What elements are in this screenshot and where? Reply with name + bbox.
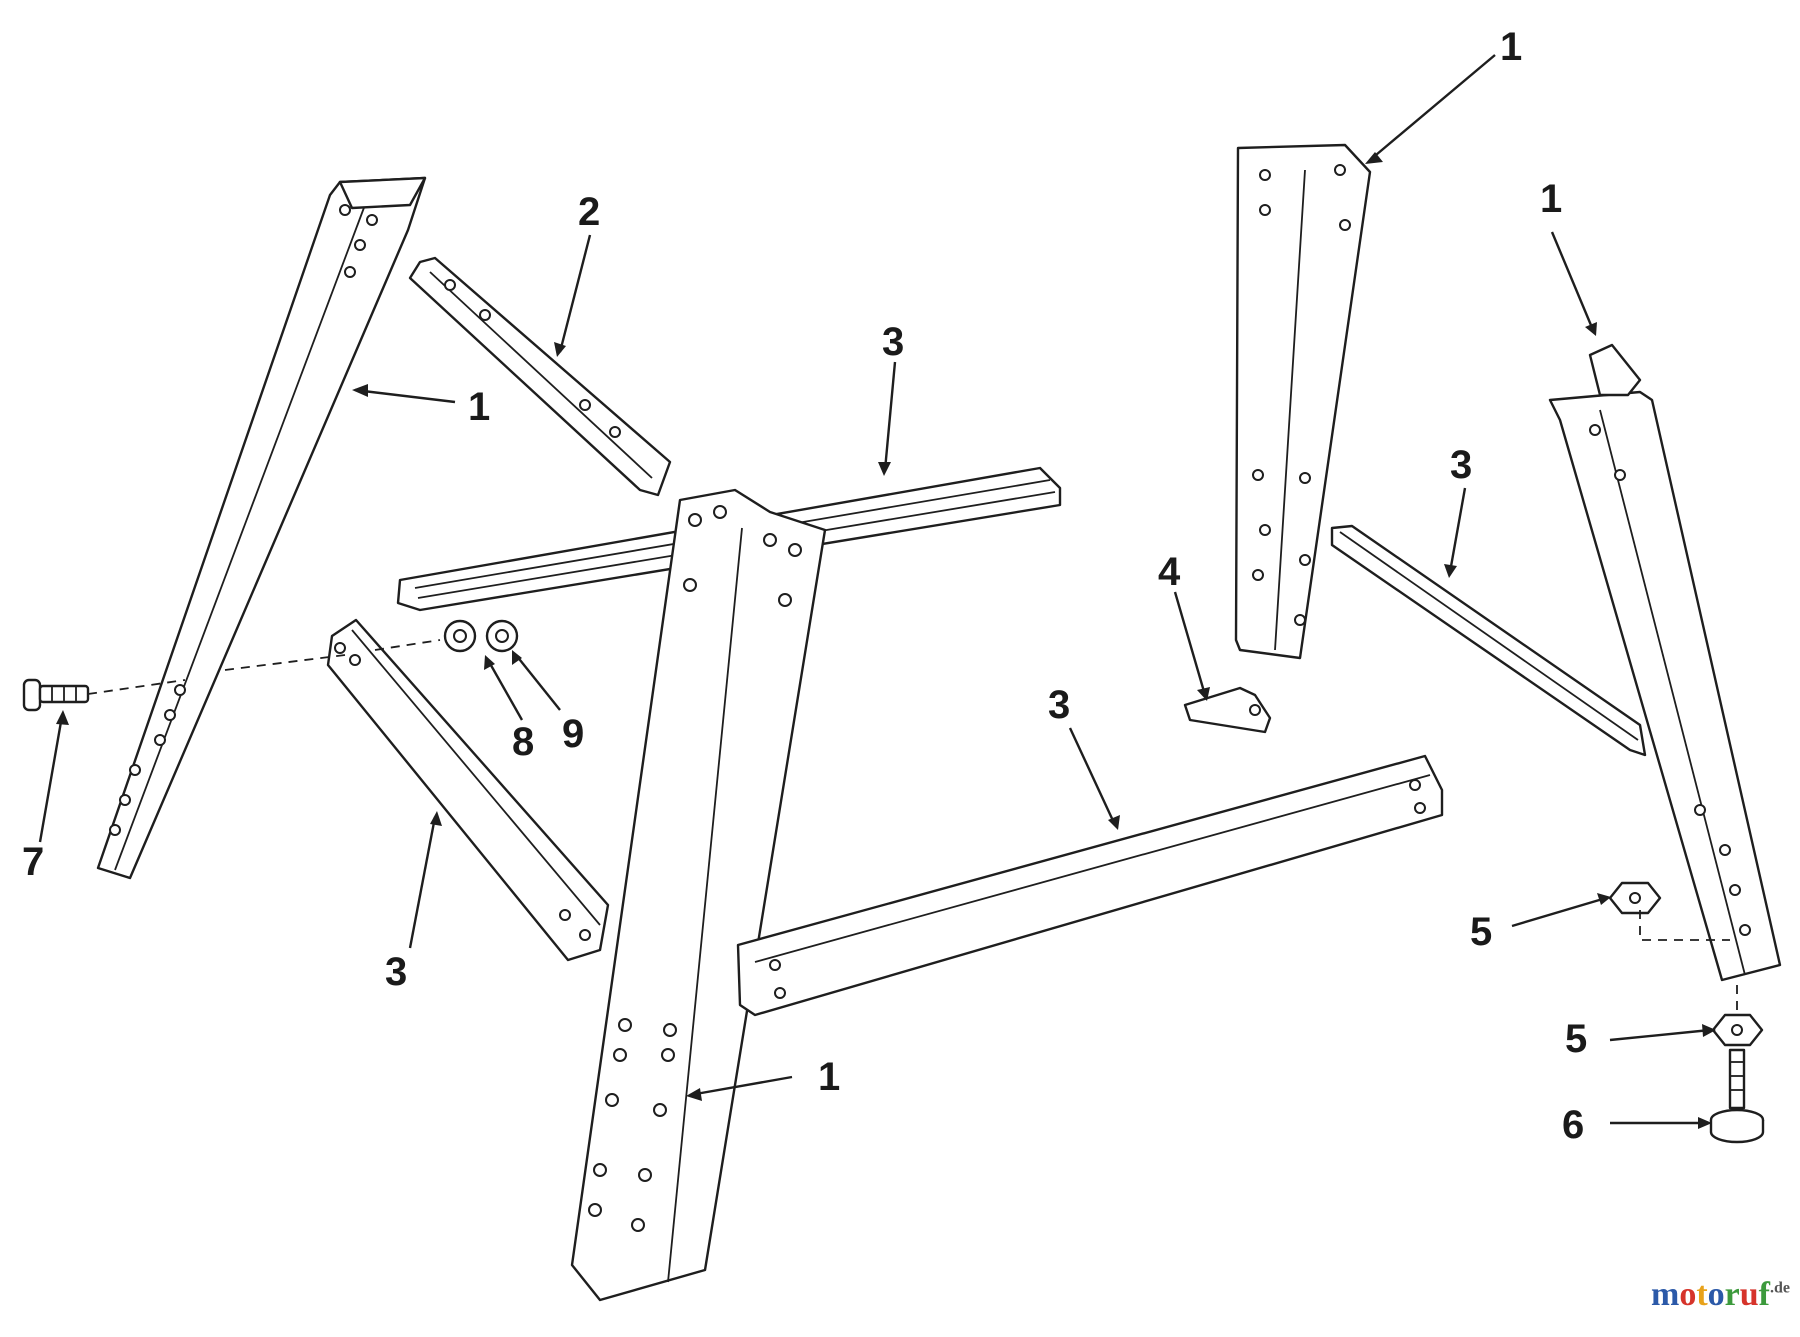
watermark-letter: t bbox=[1696, 1276, 1708, 1313]
callout-long-rail: 3 bbox=[1048, 683, 1070, 727]
watermark-letter: o bbox=[1679, 1276, 1697, 1313]
long-rail bbox=[736, 754, 1444, 1017]
washer-8 bbox=[443, 619, 477, 653]
motoruf-watermark-logo: motoruf.de bbox=[1651, 1276, 1790, 1314]
callout-bolt-7: 7 bbox=[22, 840, 44, 884]
callout-front-leg: 1 bbox=[818, 1055, 840, 1099]
bolt-7 bbox=[22, 678, 90, 712]
watermark-letter: u bbox=[1739, 1276, 1759, 1313]
watermark-letter: o bbox=[1707, 1276, 1725, 1313]
callout-foot-6: 6 bbox=[1562, 1103, 1584, 1147]
callout-right-leg: 1 bbox=[1540, 177, 1562, 221]
front-leg bbox=[570, 488, 827, 1302]
left-leg bbox=[96, 176, 427, 880]
washer-9 bbox=[485, 619, 519, 653]
watermark-letter: r bbox=[1724, 1276, 1740, 1313]
leader-lines bbox=[38, 54, 1711, 1125]
callout-washer-9: 9 bbox=[562, 712, 584, 756]
bracket-4 bbox=[1183, 686, 1272, 734]
nut-upper bbox=[1608, 881, 1662, 915]
brace-2 bbox=[408, 256, 672, 497]
watermark-tld: .de bbox=[1770, 1279, 1790, 1297]
callout-left-leg: 1 bbox=[468, 385, 490, 429]
arrowheads bbox=[56, 152, 1716, 1129]
right-brace bbox=[1330, 524, 1647, 757]
callout-back-leg: 1 bbox=[1500, 25, 1522, 69]
watermark-letter: m bbox=[1651, 1276, 1680, 1313]
callout-washer-8: 8 bbox=[512, 720, 534, 764]
callout-top-rail: 3 bbox=[882, 320, 904, 364]
right-leg bbox=[1548, 343, 1782, 982]
callout-nut-lower: 5 bbox=[1565, 1017, 1587, 1061]
callout-short-brace: 3 bbox=[385, 950, 407, 994]
assembly-lines bbox=[87, 639, 1738, 1012]
back-leg bbox=[1234, 143, 1372, 660]
watermark-letter: f bbox=[1758, 1276, 1770, 1313]
foot-6 bbox=[1709, 1048, 1765, 1144]
callout-nut-upper: 5 bbox=[1470, 910, 1492, 954]
callout-bracket-4: 4 bbox=[1158, 550, 1181, 594]
callout-right-brace: 3 bbox=[1450, 443, 1472, 487]
callout-brace-2: 2 bbox=[578, 190, 600, 234]
nut-lower bbox=[1711, 1013, 1764, 1047]
callout-labels: 1 2 3 3 1 3 1 1 3 4 5 5 6 7 8 9 bbox=[22, 25, 1587, 1147]
short-brace bbox=[326, 618, 610, 962]
